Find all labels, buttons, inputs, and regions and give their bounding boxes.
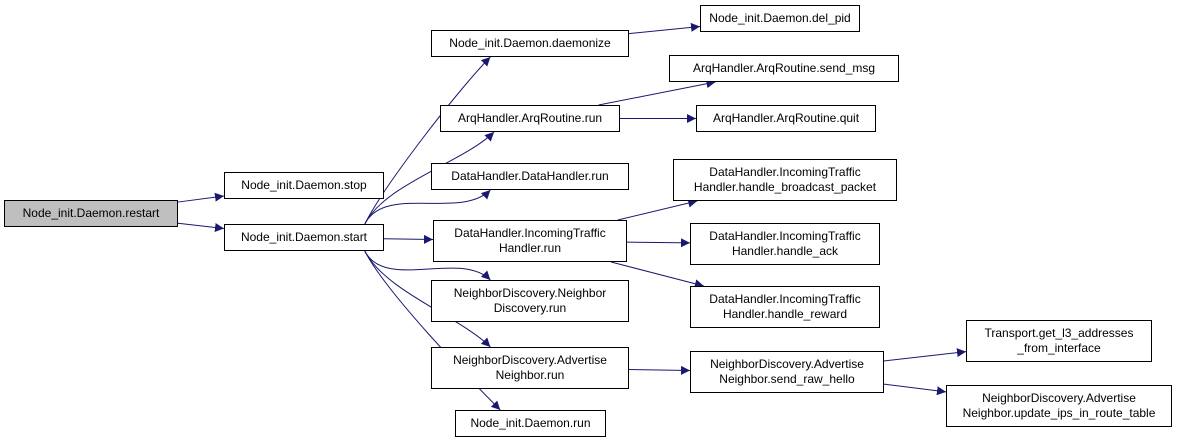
node-daemon-restart[interactable]: Node_init.Daemon.restart	[4, 200, 178, 227]
node-label-line: Handler.handle_broadcast_packet	[693, 180, 877, 194]
node-label-line: Node_init.Daemon.start	[240, 230, 368, 244]
edge-start-to-nd_run	[364, 250, 491, 281]
node-arq-routine-send-msg[interactable]: ArqHandler.ArqRoutine.send_msg	[669, 55, 899, 82]
edge-start-to-it_run	[383, 234, 434, 244]
edges-layer	[177, 22, 967, 411]
node-label-line: Transport.get_l3_addresses	[984, 326, 1134, 340]
node-label-line: DataHandler.IncomingTraffic	[709, 165, 861, 179]
edge-start-to-an_run	[364, 250, 491, 348]
node-daemon-stop[interactable]: Node_init.Daemon.stop	[224, 172, 384, 199]
edge-restart-to-start	[177, 222, 225, 232]
node-label-line: Node_init.Daemon.run	[470, 416, 591, 430]
node-label-line: ArqHandler.ArqRoutine.send_msg	[692, 61, 876, 75]
edge-arq_run-to-arq_send	[598, 79, 716, 106]
node-daemon-daemonize[interactable]: Node_init.Daemon.daemonize	[431, 30, 629, 57]
node-label-line: Node_init.Daemon.restart	[22, 206, 160, 220]
edge-it_run-to-it_ack	[626, 238, 691, 248]
node-label-line: NeighborDiscovery.Advertise	[710, 357, 864, 371]
node-daemon-start[interactable]: Node_init.Daemon.start	[224, 224, 384, 251]
node-label-line: Handler.run	[498, 241, 562, 255]
node-arq-routine-run[interactable]: ArqHandler.ArqRoutine.run	[440, 105, 620, 132]
node-arq-routine-quit[interactable]: ArqHandler.ArqRoutine.quit	[696, 105, 876, 132]
node-label-line: NeighborDiscovery.Advertise	[453, 353, 607, 367]
node-transport-get-l3-addresses[interactable]: Transport.get_l3_addresses_from_interfac…	[966, 320, 1152, 362]
edge-start-to-dh_run	[364, 189, 491, 225]
node-label-line: Node_init.Daemon.del_pid	[709, 11, 851, 25]
node-label-line: NeighborDiscovery.Neighbor	[453, 286, 607, 300]
node-data-handler-run[interactable]: DataHandler.DataHandler.run	[431, 163, 629, 190]
edge-it_run-to-it_bcast	[617, 198, 698, 221]
node-label-line: Handler.handle_ack	[731, 244, 839, 258]
edge-start-to-daemon_run	[364, 250, 501, 411]
edge-an_run-to-an_hello	[628, 365, 691, 375]
node-label-line: DataHandler.IncomingTraffic	[709, 229, 861, 243]
edge-daemonize-to-del_pid	[628, 22, 701, 35]
node-label-line: _from_interface	[1017, 341, 1101, 355]
node-label-line: DataHandler.IncomingTraffic	[709, 292, 861, 306]
edge-start-to-daemonize	[364, 56, 491, 225]
edge-restart-to-stop	[177, 192, 225, 203]
node-label-line: NeighborDiscovery.Advertise	[982, 391, 1136, 405]
node-label-line: Neighbor.update_ips_in_route_table	[962, 406, 1156, 420]
node-label-line: Handler.handle_reward	[722, 307, 848, 321]
node-daemon-del-pid[interactable]: Node_init.Daemon.del_pid	[700, 5, 860, 32]
node-label-line: DataHandler.DataHandler.run	[451, 169, 609, 183]
node-label-line: ArqHandler.ArqRoutine.run	[457, 111, 603, 125]
node-label-line: Neighbor.run	[495, 368, 565, 382]
node-label-line: Neighbor.send_raw_hello	[719, 372, 855, 386]
node-label-line: DataHandler.IncomingTraffic	[454, 226, 606, 240]
edge-an_hello-to-an_update	[883, 383, 947, 396]
node-label-line: Discovery.run	[493, 301, 567, 315]
edge-it_run-to-it_reward	[611, 261, 704, 289]
edge-an_hello-to-transport	[883, 348, 967, 362]
node-daemon-run[interactable]: Node_init.Daemon.run	[455, 410, 606, 437]
node-label-line: Node_init.Daemon.daemonize	[449, 36, 611, 50]
edge-start-to-arq_run	[364, 131, 495, 225]
node-label-line: Node_init.Daemon.stop	[241, 178, 367, 192]
node-label-line: ArqHandler.ArqRoutine.quit	[712, 111, 860, 125]
